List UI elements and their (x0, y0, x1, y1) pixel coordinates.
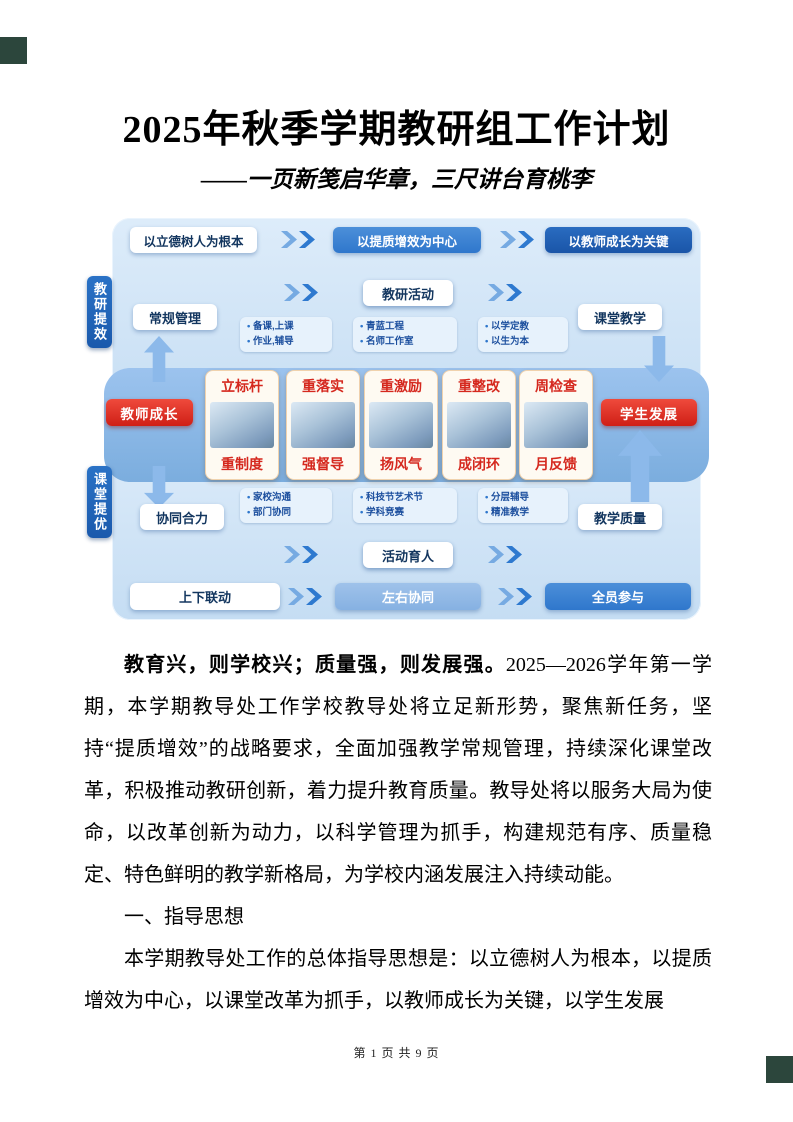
bullet-item: 家校沟通 (247, 491, 326, 506)
corner-decoration (766, 1056, 793, 1083)
strategy-card: 立标杆 重制度 (205, 370, 279, 480)
card-title: 周检查 (535, 378, 577, 394)
card-title: 立标杆 (221, 378, 263, 394)
corner-decoration (0, 37, 27, 64)
bullet-item: 备课,上课 (247, 320, 326, 335)
strategy-card: 重激励 扬风气 (364, 370, 438, 480)
bullet-item: 精准教学 (485, 506, 562, 521)
bullet-box: 青蓝工程 名师工作室 (353, 317, 457, 353)
flow-node: 以教师成长为关键 (545, 227, 692, 253)
flow-arrow-icon (284, 546, 318, 563)
card-subtitle: 扬风气 (380, 456, 422, 472)
card-subtitle: 成闭环 (458, 456, 500, 472)
classroom-photo (291, 402, 355, 448)
strategy-card: 重整改 成闭环 (442, 370, 516, 480)
badge-teacher-growth: 教师成长 (106, 399, 193, 426)
flow-node: 全员参与 (545, 583, 691, 610)
classroom-photo (210, 402, 274, 448)
flow-arrow-icon (488, 546, 522, 563)
card-subtitle: 月反馈 (535, 456, 577, 472)
page-number: 第 1 页 共 9 页 (353, 1046, 440, 1060)
strategy-card: 周检查 月反馈 (519, 370, 593, 480)
side-label-bottom: 课堂提优 (87, 466, 112, 538)
bullet-item: 青蓝工程 (360, 320, 451, 335)
bullet-box: 科技节艺术节 学科竞赛 (353, 488, 457, 524)
section-heading: 一、指导思想 (124, 906, 244, 928)
flow-node: 上下联动 (130, 583, 280, 610)
bullet-box: 分层辅导 精准教学 (478, 488, 568, 524)
classroom-photo (447, 402, 511, 448)
bullet-box: 家校沟通 部门协同 (240, 488, 332, 524)
card-subtitle: 重制度 (221, 456, 263, 472)
strategy-card: 重落实 强督导 (286, 370, 360, 480)
node-left-bottom: 协同合力 (140, 504, 224, 530)
document-title: 2025年秋季学期教研组工作计划 (122, 109, 671, 151)
bullet-item: 以生为本 (485, 335, 562, 350)
badge-student-development: 学生发展 (601, 399, 697, 426)
paragraph: 教育兴，则学校兴；质量强，则发展强。2025—2026学年第一学期，本学期教导处… (84, 644, 712, 896)
bullet-item: 作业,辅导 (247, 335, 326, 350)
card-title: 重激励 (380, 378, 422, 394)
flow-arrow-icon (498, 588, 532, 605)
bullet-item: 分层辅导 (485, 491, 562, 506)
bullet-item: 以学定教 (485, 320, 562, 335)
card-title: 重落实 (302, 378, 344, 394)
hub-node: 活动育人 (363, 542, 453, 568)
card-subtitle: 强督导 (302, 456, 344, 472)
flow-arrow-icon (284, 284, 318, 301)
document-body: 教育兴，则学校兴；质量强，则发展强。2025—2026学年第一学期，本学期教导处… (84, 644, 712, 1022)
node-right-bottom: 教学质量 (578, 504, 662, 530)
flow-node: 以提质增效为中心 (333, 227, 481, 253)
paragraph: 本学期教导处工作的总体指导思想是：以立德树人为根本，以提质增效为中心，以课堂改革… (84, 948, 712, 1012)
flow-arrow-icon (488, 284, 522, 301)
infographic: 以立德树人为根本 以提质增效为中心 以教师成长为关键 教研提效 课堂提优 教研活… (87, 214, 713, 626)
bullet-box: 以学定教 以生为本 (478, 317, 568, 353)
bullet-item: 科技节艺术节 (360, 491, 451, 506)
node-left-top: 常规管理 (133, 304, 217, 330)
classroom-photo (524, 402, 588, 448)
document-subtitle: ——一页新笺启华章，三尺讲台育桃李 (201, 167, 592, 192)
node-right-top: 课堂教学 (578, 304, 662, 330)
flow-arrow-icon (281, 231, 315, 248)
bullet-item: 名师工作室 (360, 335, 451, 350)
bullet-item: 部门协同 (247, 506, 326, 521)
card-title: 重整改 (458, 378, 500, 394)
flow-node: 左右协同 (335, 583, 481, 610)
flow-arrow-icon (288, 588, 322, 605)
paragraph-lead: 教育兴，则学校兴；质量强，则发展强。 (124, 654, 506, 676)
classroom-photo (369, 402, 433, 448)
flow-node: 以立德树人为根本 (130, 227, 257, 253)
side-label-top: 教研提效 (87, 276, 112, 348)
bullet-box: 备课,上课 作业,辅导 (240, 317, 332, 353)
paragraph-text: 2025—2026学年第一学期，本学期教导处工作学校教导处将立足新形势，聚焦新任… (84, 654, 713, 886)
bullet-item: 学科竞赛 (360, 506, 451, 521)
flow-arrow-icon (500, 231, 534, 248)
hub-node: 教研活动 (363, 280, 453, 306)
